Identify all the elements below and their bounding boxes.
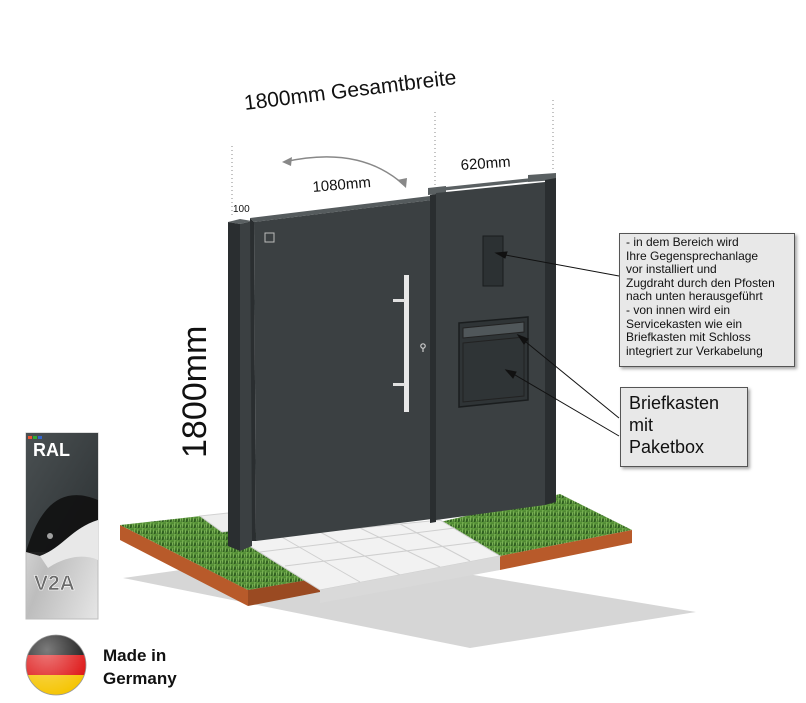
mailbox-label-line: Paketbox: [629, 437, 705, 457]
note-line: Zugdraht durch den Pfosten: [626, 275, 775, 290]
ral-label: RAL: [33, 440, 70, 460]
intercom-note-box: - in dem Bereich wird Ihre Gegensprechan…: [619, 233, 795, 367]
right-soil-edge: [500, 530, 632, 570]
dimension-guides: [231, 100, 554, 215]
intercom-recess: [482, 235, 504, 287]
right-grass: [440, 494, 632, 556]
door-width-label: 1080mm: [312, 174, 372, 196]
german-flag-icon: [25, 634, 87, 696]
left-grass: [120, 513, 320, 590]
v2a-label: V2A: [34, 572, 75, 595]
door-handle-bar: [393, 275, 409, 412]
note-line: integriert zur Verkabelung: [626, 343, 763, 358]
left-post: [228, 219, 252, 551]
note-line: Briefkasten mit Schloss: [626, 330, 751, 345]
brand-emblem: [264, 232, 275, 243]
note-line: nach unten herausgeführt: [626, 289, 763, 304]
left-soil-edge: [120, 525, 248, 606]
mailbox-label-box: Briefkasten mit Paketbox: [620, 387, 748, 467]
mailbox-label-line: Briefkasten: [629, 393, 720, 413]
side-panel: [436, 173, 556, 520]
mailbox-recess: [458, 316, 529, 408]
note-line: vor installiert und: [626, 262, 717, 277]
door-leaf: [250, 196, 432, 541]
material-badge: RAL V2A: [25, 432, 99, 620]
paving-tiles: [238, 519, 502, 603]
height-label: 1800mm: [176, 326, 214, 458]
made-in-germany-label: Made in Germany: [103, 644, 177, 690]
total-width-label: 1800mm Gesamtbreite: [243, 66, 458, 115]
panel-width-label: 620mm: [460, 154, 511, 174]
note-line: - von innen wird ein: [626, 302, 731, 317]
mailbox-label-line: mit: [629, 415, 653, 435]
country-line: Germany: [103, 669, 177, 688]
note-line: Ihre Gegensprechanlage: [626, 248, 759, 263]
note-line: - in dem Bereich wird: [626, 235, 739, 249]
swing-arrow: [283, 156, 405, 186]
callout-arrows: [494, 251, 620, 437]
made-in-line: Made in: [103, 646, 167, 665]
note-line: Servicekasten wie ein: [626, 316, 743, 331]
post-width-label: 100: [233, 204, 250, 215]
